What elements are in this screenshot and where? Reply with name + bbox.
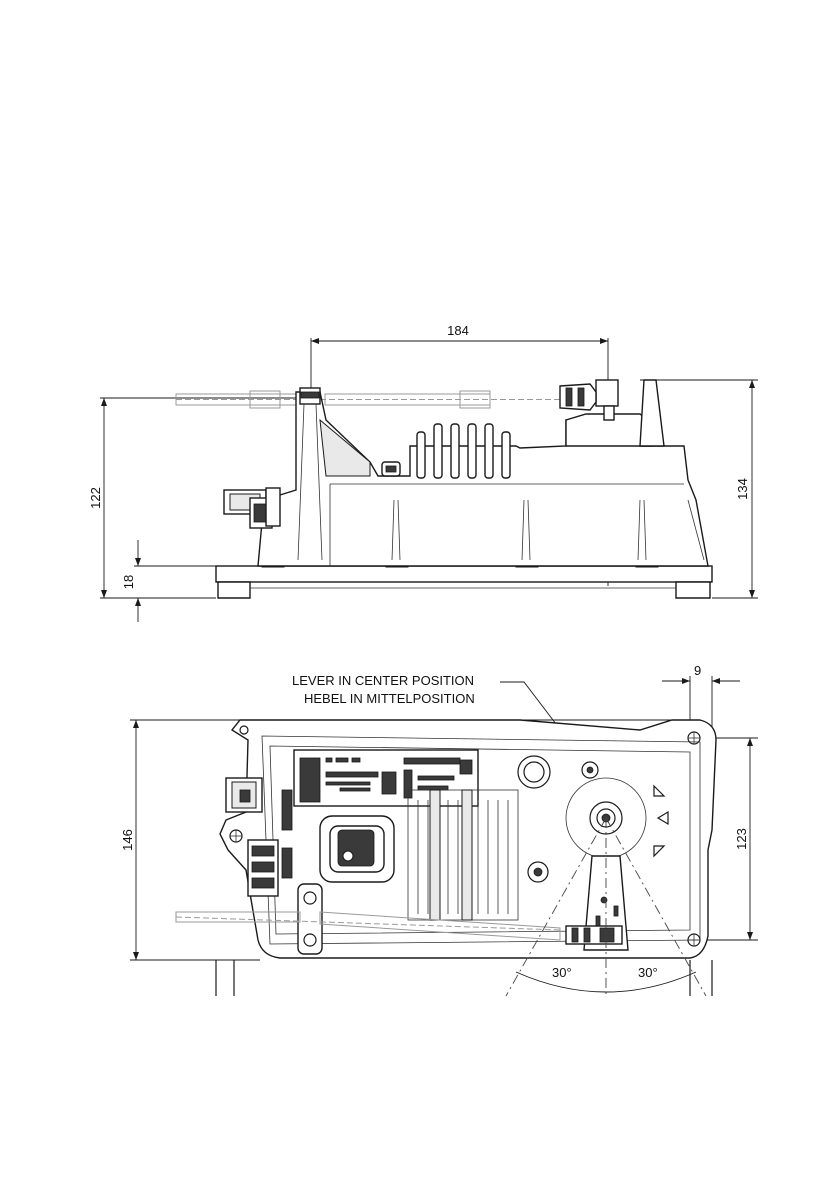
angle-left: 30° [552,965,572,980]
dim-184: 184 [447,323,469,338]
dim-123: 123 [734,828,749,850]
callout-line-2: HEBEL IN MITTELPOSITION [304,691,475,706]
callout-line-1: LEVER IN CENTER POSITION [292,673,474,688]
dim-122: 122 [88,487,103,509]
dim-146: 146 [120,829,135,851]
dim-18: 18 [121,575,136,589]
angle-right: 30° [638,965,658,980]
dim-134: 134 [735,478,750,500]
side-view: 184 122 18 134 [88,323,758,622]
dim-9: 9 [694,663,701,678]
top-view: LEVER IN CENTER POSITION HEBEL IN MITTEL… [120,663,758,996]
